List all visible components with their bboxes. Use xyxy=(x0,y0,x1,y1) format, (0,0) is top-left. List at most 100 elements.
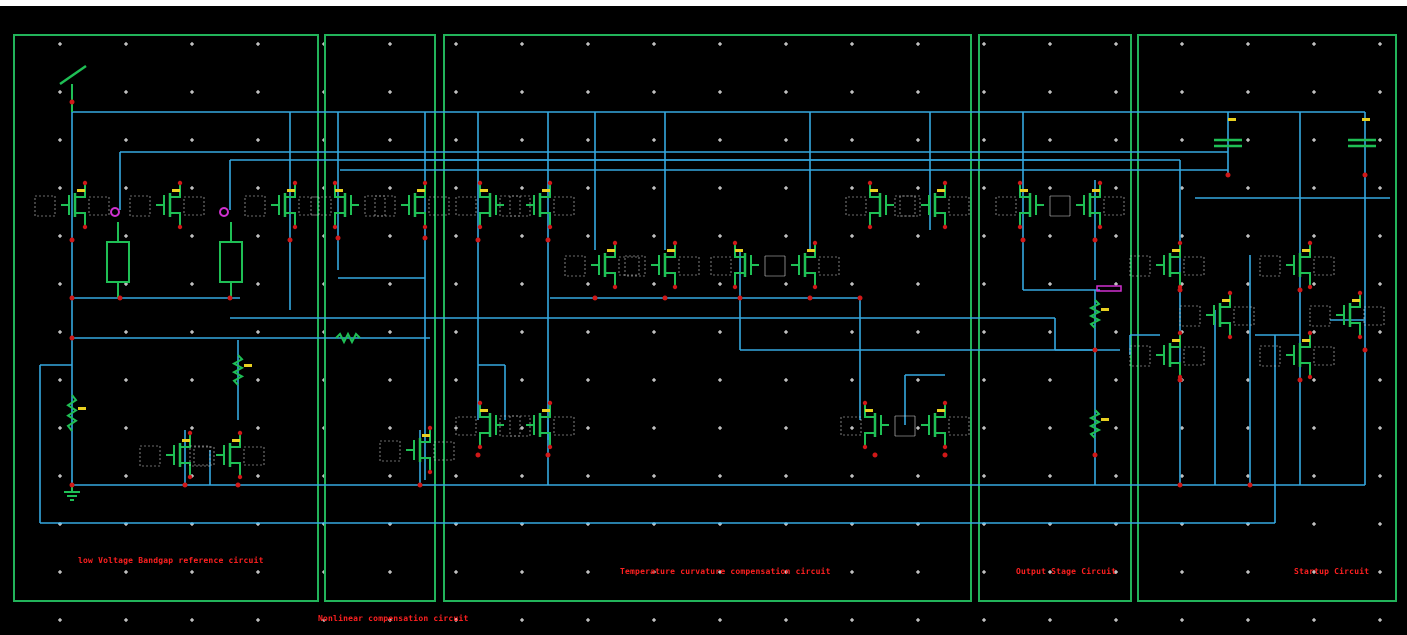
grid-dot xyxy=(784,282,788,286)
transistor-icon xyxy=(1129,240,1205,290)
grid-dot xyxy=(982,90,986,94)
transistor-icon xyxy=(455,400,531,450)
grid-dot xyxy=(190,426,194,430)
grid-dot xyxy=(190,570,194,574)
grid-dot xyxy=(916,138,920,142)
grid-dot xyxy=(916,378,920,382)
transistor-icon xyxy=(1049,180,1125,230)
grid-dot xyxy=(124,42,128,46)
grid-dot xyxy=(916,90,920,94)
grid-dot xyxy=(586,378,590,382)
grid-dot xyxy=(916,330,920,334)
grid-dot xyxy=(1312,618,1316,622)
grid-dot xyxy=(1114,330,1118,334)
grid-dot xyxy=(1180,42,1184,46)
grid-dot xyxy=(454,474,458,478)
output-block-label: Output Stage Circuit xyxy=(1016,567,1117,576)
grid-dot xyxy=(718,426,722,430)
transistor-icon xyxy=(710,240,786,290)
grid-dot xyxy=(850,378,854,382)
grid-dot xyxy=(1378,522,1382,526)
grid-dot xyxy=(1180,618,1184,622)
grid-dot xyxy=(850,42,854,46)
grid-dot xyxy=(586,90,590,94)
capacitor-icon xyxy=(1214,118,1242,148)
grid-dot xyxy=(916,186,920,190)
capacitor-icon xyxy=(1348,118,1376,148)
grid-dot xyxy=(982,282,986,286)
grid-dot xyxy=(454,282,458,286)
node xyxy=(227,295,233,301)
node xyxy=(1297,287,1303,293)
grid-dot xyxy=(256,42,260,46)
grid-dot xyxy=(256,138,260,142)
grid-dot xyxy=(1114,138,1118,142)
grid-dot xyxy=(520,378,524,382)
node xyxy=(592,295,598,301)
grid-dot xyxy=(520,234,524,238)
node xyxy=(475,237,481,243)
grid-dot xyxy=(718,282,722,286)
node xyxy=(182,482,188,488)
grid-dot xyxy=(454,378,458,382)
grid-dot xyxy=(982,42,986,46)
grid-dot xyxy=(454,330,458,334)
grid-dot xyxy=(256,474,260,478)
node xyxy=(807,295,813,301)
grid-dot xyxy=(652,138,656,142)
node xyxy=(1177,482,1183,488)
node xyxy=(335,235,341,241)
grid-dot xyxy=(1114,426,1118,430)
grid-dot xyxy=(124,618,128,622)
grid-dot xyxy=(124,474,128,478)
node xyxy=(545,237,551,243)
node xyxy=(1247,482,1253,488)
nodes xyxy=(69,99,1368,488)
grid-dot xyxy=(718,474,722,478)
transistor-icon xyxy=(764,240,840,290)
grid-dot xyxy=(1048,330,1052,334)
grid-dot xyxy=(1048,138,1052,142)
node xyxy=(1092,452,1098,458)
bjt-icon xyxy=(219,222,243,298)
grid-dot xyxy=(58,138,62,142)
grid-dot xyxy=(850,570,854,574)
port-pin-icon xyxy=(1096,285,1122,292)
node xyxy=(872,452,878,458)
transistor-icon xyxy=(129,180,205,230)
grid-dot xyxy=(520,330,524,334)
grid-dot xyxy=(1378,90,1382,94)
grid-dot xyxy=(388,186,392,190)
grid-dot xyxy=(1048,474,1052,478)
grid-dot xyxy=(256,378,260,382)
grid-dot xyxy=(1312,426,1316,430)
node xyxy=(1225,172,1231,178)
grid-dot xyxy=(586,474,590,478)
transistor-icon xyxy=(845,180,921,230)
grid-dot xyxy=(586,618,590,622)
nonlinear-block-label: Nonlinear compensation circuit xyxy=(318,614,469,623)
grid-dot xyxy=(1312,234,1316,238)
node xyxy=(1020,237,1026,243)
transistor-icon xyxy=(499,180,575,230)
node xyxy=(69,295,75,301)
transistor-icon xyxy=(499,400,575,450)
grid-dot xyxy=(982,570,986,574)
grid-dot xyxy=(190,90,194,94)
grid-dot xyxy=(1114,186,1118,190)
grid-dot xyxy=(850,330,854,334)
transistor-icon xyxy=(1129,330,1205,380)
grid-dot xyxy=(58,330,62,334)
grid-dot xyxy=(256,618,260,622)
node xyxy=(287,237,293,243)
node xyxy=(69,335,75,341)
grid-dot xyxy=(784,186,788,190)
grid-dot xyxy=(1378,570,1382,574)
grid-dot xyxy=(718,186,722,190)
grid-dot xyxy=(982,618,986,622)
grid-dot xyxy=(388,234,392,238)
grid-dot xyxy=(388,474,392,478)
grid-dot xyxy=(1312,138,1316,142)
grid-dot xyxy=(520,618,524,622)
